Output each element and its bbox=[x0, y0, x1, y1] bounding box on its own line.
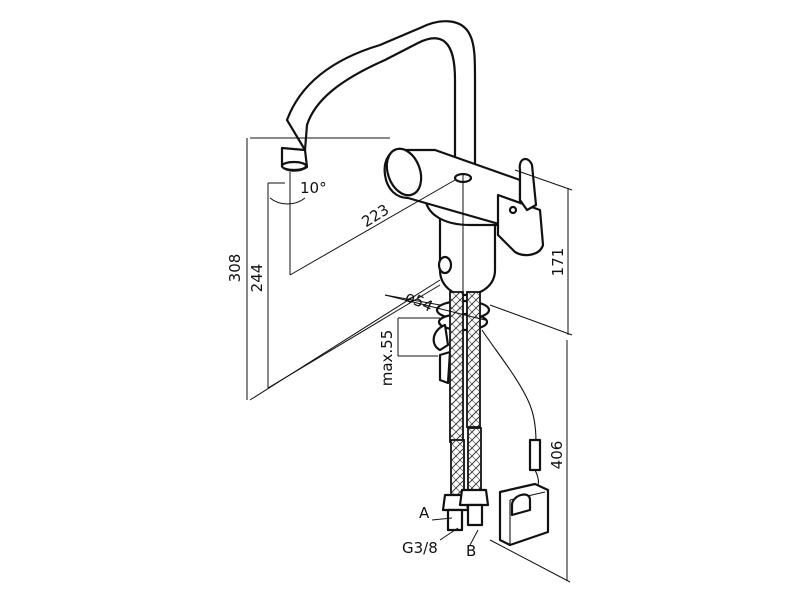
mixer-body bbox=[383, 147, 545, 297]
dimension-lines bbox=[246, 137, 573, 583]
dim-hose-length: 406 bbox=[548, 441, 566, 470]
dim-spout-height: 244 bbox=[248, 264, 266, 293]
callout-hose-a: A bbox=[419, 504, 430, 522]
dim-overall-height: 308 bbox=[226, 254, 244, 283]
dim-swivel-angle: 10° bbox=[300, 179, 327, 197]
dim-max-counter: max.55 bbox=[378, 330, 396, 387]
supply-hoses bbox=[441, 291, 490, 532]
dim-body-height: 171 bbox=[549, 248, 567, 277]
callout-thread: G3/8 bbox=[402, 539, 438, 557]
battery-box bbox=[498, 482, 550, 547]
dim-body-diameter: ø54 bbox=[403, 287, 436, 315]
callout-hose-b: B bbox=[466, 542, 476, 560]
sensor-cable bbox=[481, 329, 542, 493]
